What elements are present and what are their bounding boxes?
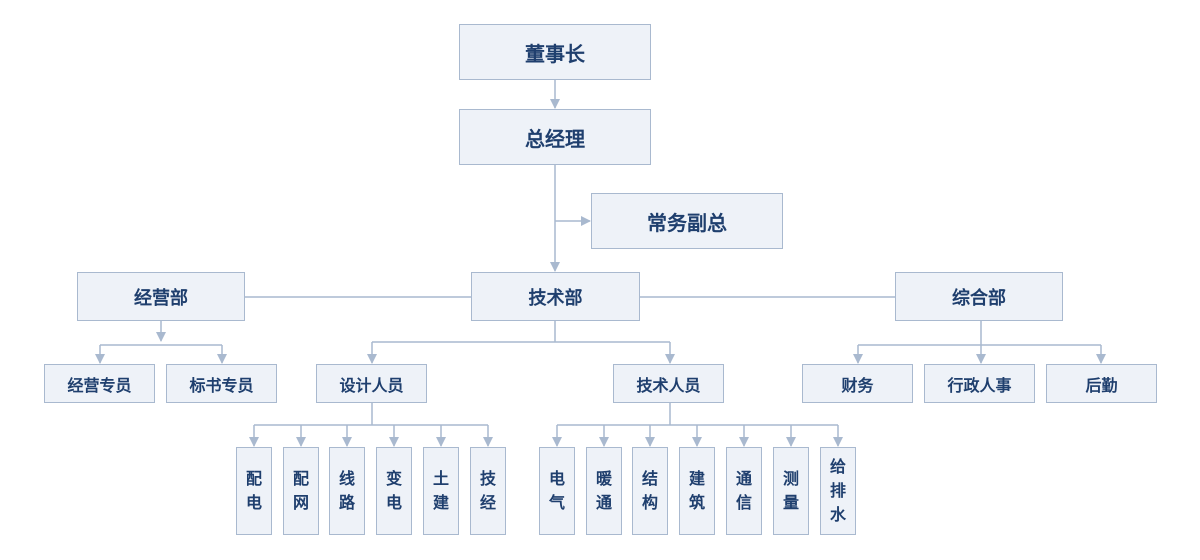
specialty-lines: 线路 [329,447,365,535]
business-specialist-label: 经营专员 [67,375,132,395]
general-affairs-dept-label: 综合部 [952,287,1006,309]
executive-vp-label: 常务副总 [647,210,727,235]
general-manager-label: 总经理 [525,126,585,151]
chairman-box: 董事长 [459,24,651,80]
specialty-electrical: 电气 [539,447,575,535]
specialty-tech-economics: 技经 [470,447,506,535]
specialty-structure: 结构 [632,447,668,535]
design-staff-box: 设计人员 [316,364,427,403]
technical-dept-box: 技术部 [471,272,640,321]
design-staff-label: 设计人员 [339,375,404,395]
admin-hr-box: 行政人事 [924,364,1035,403]
bid-specialist-label: 标书专员 [189,375,254,395]
executive-vp-box: 常务副总 [591,193,783,249]
specialty-plumbing: 给排水 [820,447,856,535]
specialty-surveying: 测量 [773,447,809,535]
specialty-substation: 变电 [376,447,412,535]
logistics-label: 后勤 [1085,375,1118,395]
specialty-civil: 土建 [423,447,459,535]
logistics-box: 后勤 [1046,364,1157,403]
admin-hr-label: 行政人事 [947,375,1012,395]
chairman-label: 董事长 [525,41,585,66]
specialty-distribution: 配电 [236,447,272,535]
specialty-architecture: 建筑 [679,447,715,535]
finance-label: 财务 [841,375,874,395]
business-dept-box: 经营部 [77,272,245,321]
general-manager-box: 总经理 [459,109,651,165]
technical-dept-label: 技术部 [528,287,583,309]
tech-staff-box: 技术人员 [613,364,724,403]
business-specialist-box: 经营专员 [44,364,155,403]
specialty-distribution-network: 配网 [283,447,319,535]
business-dept-label: 经营部 [134,287,188,309]
bid-specialist-box: 标书专员 [166,364,277,403]
specialty-hvac: 暖通 [586,447,622,535]
specialty-telecom: 通信 [726,447,762,535]
finance-box: 财务 [802,364,913,403]
general-affairs-dept-box: 综合部 [895,272,1063,321]
tech-staff-label: 技术人员 [636,375,701,395]
